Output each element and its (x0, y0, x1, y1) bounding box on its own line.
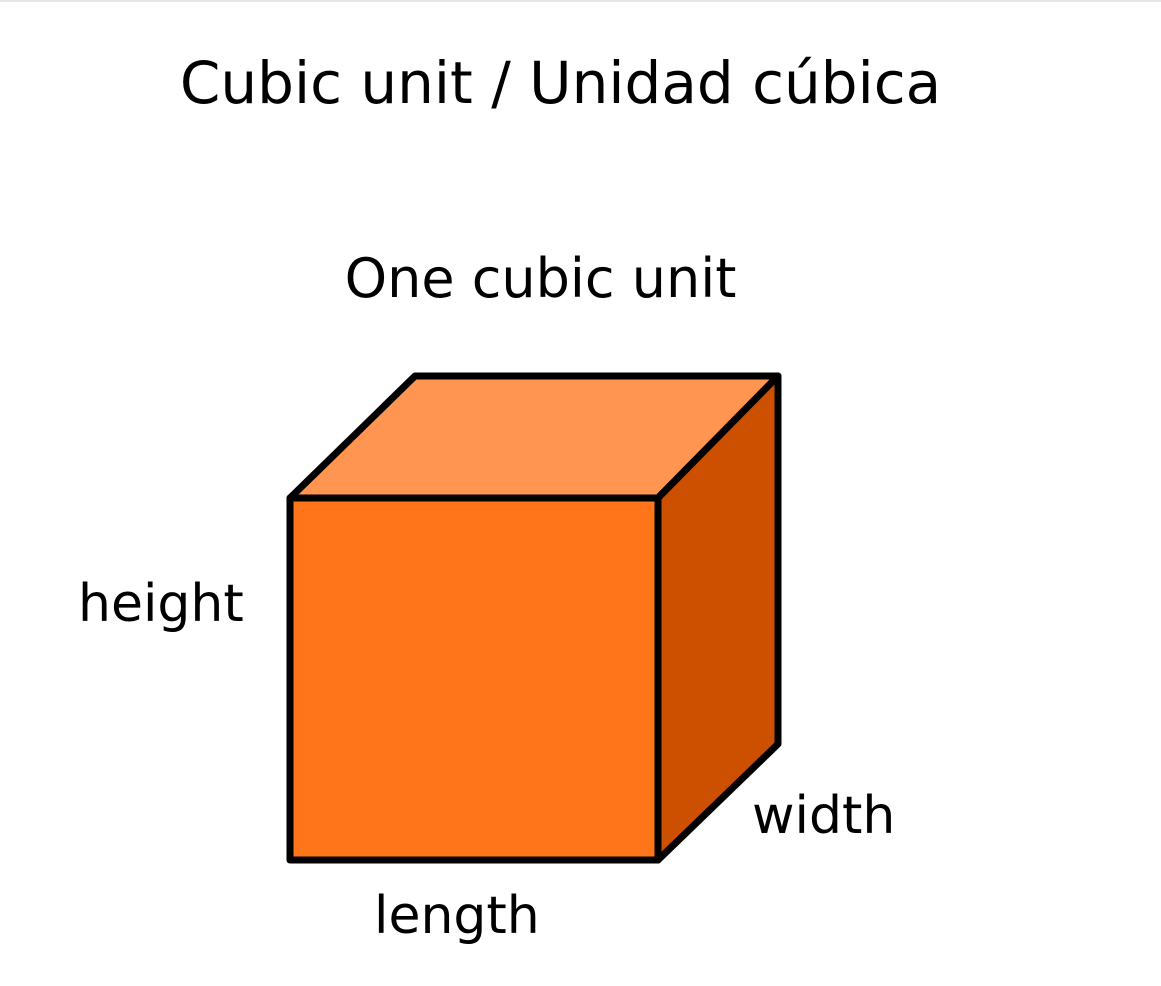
cube-front-face (286, 494, 662, 864)
diagram-subtitle: One cubic unit (344, 247, 737, 310)
height-label: height (78, 574, 244, 634)
top-divider (0, 0, 1161, 2)
width-label: width (752, 786, 896, 846)
length-label: length (374, 886, 540, 946)
page-title: Cubic unit / Unidad cúbica (179, 49, 942, 117)
